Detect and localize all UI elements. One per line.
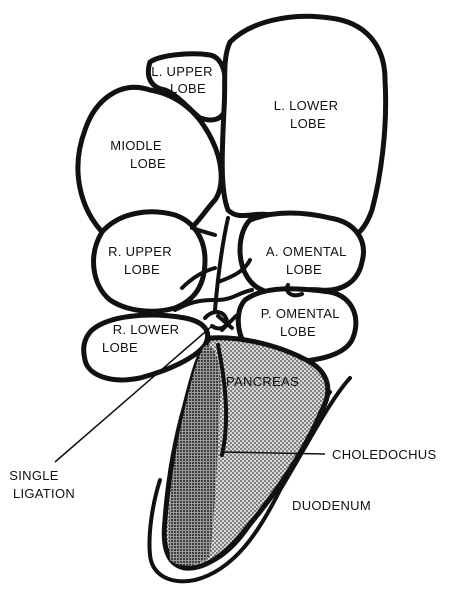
- r-upper-lobe-label-1: R. UPPER: [108, 244, 172, 259]
- middle-lobe-label-1: MIODLE: [110, 138, 162, 153]
- l-lower-lobe-label-1: L. LOWER: [274, 98, 339, 113]
- r-lower-lobe-label-2: LOBE: [102, 340, 138, 355]
- l-upper-lobe-label-1: L. UPPER: [151, 64, 213, 79]
- p-omental-lobe-label-2: LOBE: [280, 324, 316, 339]
- middle-lobe-label-2: LOBE: [130, 156, 166, 171]
- svg-text:SINGLE LIGATION: SINGLE LIGATION: [9, 468, 75, 501]
- a-omental-lobe-label-1: A. OMENTAL: [266, 244, 346, 259]
- r-upper-lobe-label-2: LOBE: [124, 262, 160, 277]
- choledochus-label: CHOLEDOCHUS: [332, 447, 436, 462]
- a-omental-lobe-label-2: LOBE: [286, 262, 322, 277]
- duodenum-label: DUODENUM: [292, 498, 371, 513]
- l-lower-lobe-label-2: LOBE: [290, 116, 326, 131]
- single-ligation-label-1: SINGLE: [9, 468, 59, 483]
- pancreas-label: PANCREAS: [226, 374, 299, 389]
- vessel-main: [215, 218, 228, 310]
- single-ligation-label-2: LIGATION: [13, 486, 75, 501]
- l-upper-lobe-label-2: LOBE: [170, 81, 206, 96]
- p-omental-lobe-label-1: P. OMENTAL: [261, 306, 340, 321]
- r-lower-lobe-label-1: R. LOWER: [113, 322, 180, 337]
